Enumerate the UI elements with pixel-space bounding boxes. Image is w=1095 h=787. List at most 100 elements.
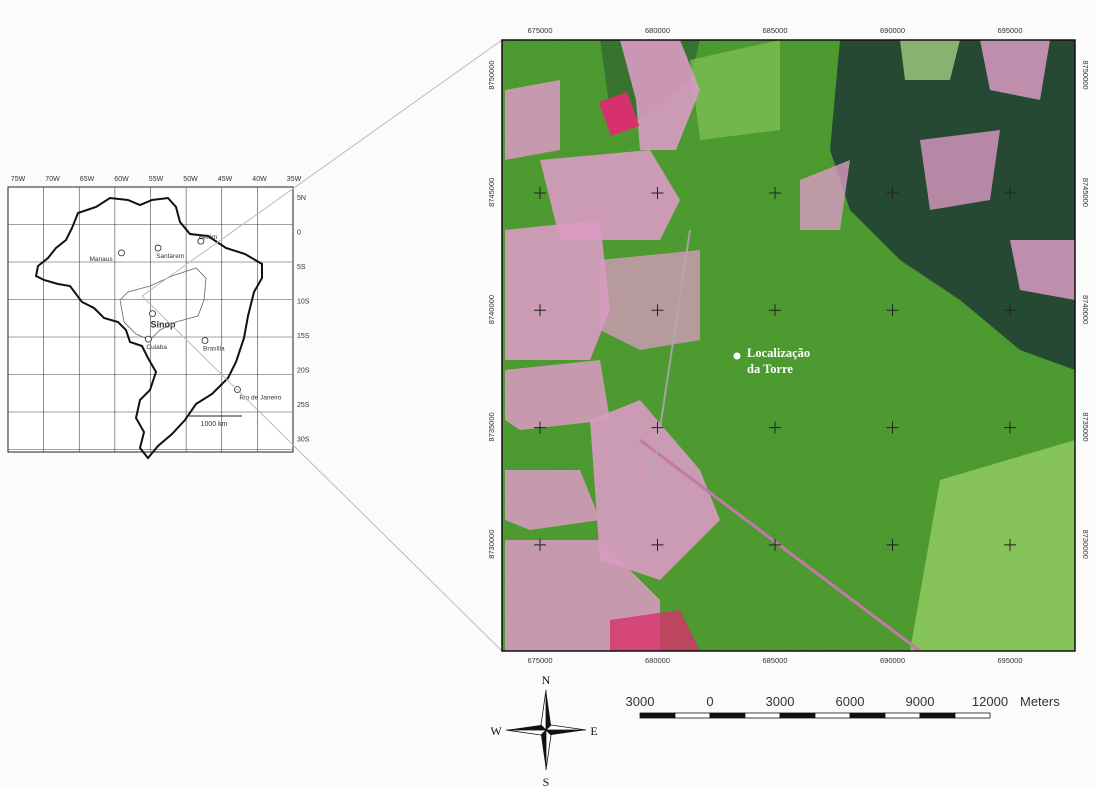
graticule-cross	[769, 421, 781, 434]
graticule-cross	[886, 421, 899, 434]
graticule-cross	[886, 187, 899, 199]
x-axis-top-labels: 675000 680000 685000 690000 695000	[527, 26, 1022, 35]
graticule-cross	[769, 304, 781, 317]
inset-lon-label: 50W	[183, 176, 198, 183]
graticule-cross	[769, 538, 781, 551]
inset-lon-label: 35W	[287, 176, 302, 183]
inset-lat-label: 25S	[297, 402, 310, 409]
graticule-cross	[651, 187, 664, 199]
inset-lat-label: 15S	[297, 333, 310, 340]
scale-bar-label: 12000	[972, 694, 1008, 709]
scale-bar-segment	[954, 712, 991, 719]
x-tick-bottom: 695000	[997, 656, 1022, 665]
scale-bar-label: 9000	[906, 694, 935, 709]
x-tick-top: 695000	[997, 26, 1022, 35]
x-tick-top: 690000	[880, 26, 905, 35]
graticule-cross	[651, 421, 664, 434]
y-tick-right: 8735000	[1081, 412, 1090, 441]
scale-bar-segment	[639, 712, 676, 719]
graticule-cross	[1004, 421, 1016, 434]
scale-bar-label: 3000	[766, 694, 795, 709]
inset-lat-label: 30S	[297, 437, 310, 444]
graticule-cross	[651, 538, 664, 551]
inset-lon-label: 45W	[218, 176, 233, 183]
x-tick-bottom: 675000	[527, 656, 552, 665]
scale-bar-label: 3000	[626, 694, 655, 709]
graticule-cross	[769, 187, 781, 199]
city-label: Rio de Janeiro	[239, 395, 281, 402]
graticule-cross	[534, 421, 546, 434]
graticule-cross	[651, 304, 664, 317]
x-tick-top: 680000	[645, 26, 670, 35]
north-arrow: N S E W	[490, 673, 597, 787]
road-north-south	[639, 229, 691, 561]
inset-lat-label: 10S	[297, 299, 310, 306]
y-tick-right: 8745000	[1081, 178, 1090, 207]
road	[639, 438, 921, 651]
scale-bar-segment	[779, 712, 816, 719]
compass-n: N	[542, 673, 551, 687]
graticule-cross	[534, 187, 546, 199]
graticule-cross	[1004, 304, 1016, 317]
graticule-cross	[886, 304, 899, 317]
magenta-field	[598, 91, 640, 137]
graticule-cross	[1004, 538, 1016, 551]
city-label: Manaus	[90, 256, 114, 263]
inset-lat-label: 0	[297, 230, 301, 237]
compass-s: S	[543, 775, 550, 787]
scale-bar-segments	[639, 712, 991, 719]
x-tick-bottom: 690000	[880, 656, 905, 665]
magenta-field-south	[610, 610, 700, 651]
graticule-cross	[534, 304, 546, 317]
y-tick-right: 8750000	[1081, 60, 1090, 89]
city-label: Santarem	[156, 253, 184, 260]
y-tick-right: 8730000	[1081, 530, 1090, 559]
city-label: Brasília	[203, 346, 225, 353]
city-marker	[154, 244, 162, 252]
scale-bar-segment	[919, 712, 956, 719]
x-tick-bottom: 680000	[645, 656, 670, 665]
graticule-cross	[886, 538, 899, 551]
brazil-outline	[34, 196, 263, 460]
inset-lon-label: 55W	[149, 176, 164, 183]
city-label: Sinop	[151, 320, 176, 330]
image-frame	[501, 39, 1076, 652]
city-marker	[118, 249, 125, 257]
x-tick-bottom: 685000	[762, 656, 787, 665]
inset-scale-label: 1000 km	[201, 421, 228, 428]
inset-lat-label: 5N	[297, 195, 306, 202]
scale-bar-segment	[849, 712, 886, 719]
satellite-image: Localização da Torre	[502, 40, 1075, 651]
inset-lon-label: 75W	[11, 176, 26, 183]
x-axis-bottom-labels: 675000 680000 685000 690000 695000	[527, 656, 1022, 665]
y-tick-left: 8740000	[487, 295, 496, 324]
light-field-se	[910, 440, 1075, 651]
y-tick-left: 8750000	[487, 60, 496, 89]
x-tick-top: 675000	[527, 26, 552, 35]
graticule-cross	[1004, 187, 1016, 199]
inset-lon-label: 60W	[114, 176, 129, 183]
inset-lat-label: 5S	[297, 264, 306, 271]
city-marker	[149, 310, 156, 318]
y-tick-left: 8735000	[487, 412, 496, 441]
graticule-cross	[534, 538, 546, 551]
inset-lon-label: 70W	[45, 176, 60, 183]
x-tick-top: 685000	[762, 26, 787, 35]
inset-lon-label: 40W	[252, 176, 267, 183]
city-label: Cuiaba	[146, 344, 167, 351]
y-tick-left: 8745000	[487, 178, 496, 207]
zoom-line-bottom	[141, 295, 503, 652]
scale-bar-segment	[674, 712, 711, 719]
mato-grosso-border	[119, 267, 207, 341]
tower-marker	[733, 352, 741, 360]
scale-bar-segment	[744, 712, 781, 719]
scale-bar-unit: Meters	[1020, 694, 1060, 709]
